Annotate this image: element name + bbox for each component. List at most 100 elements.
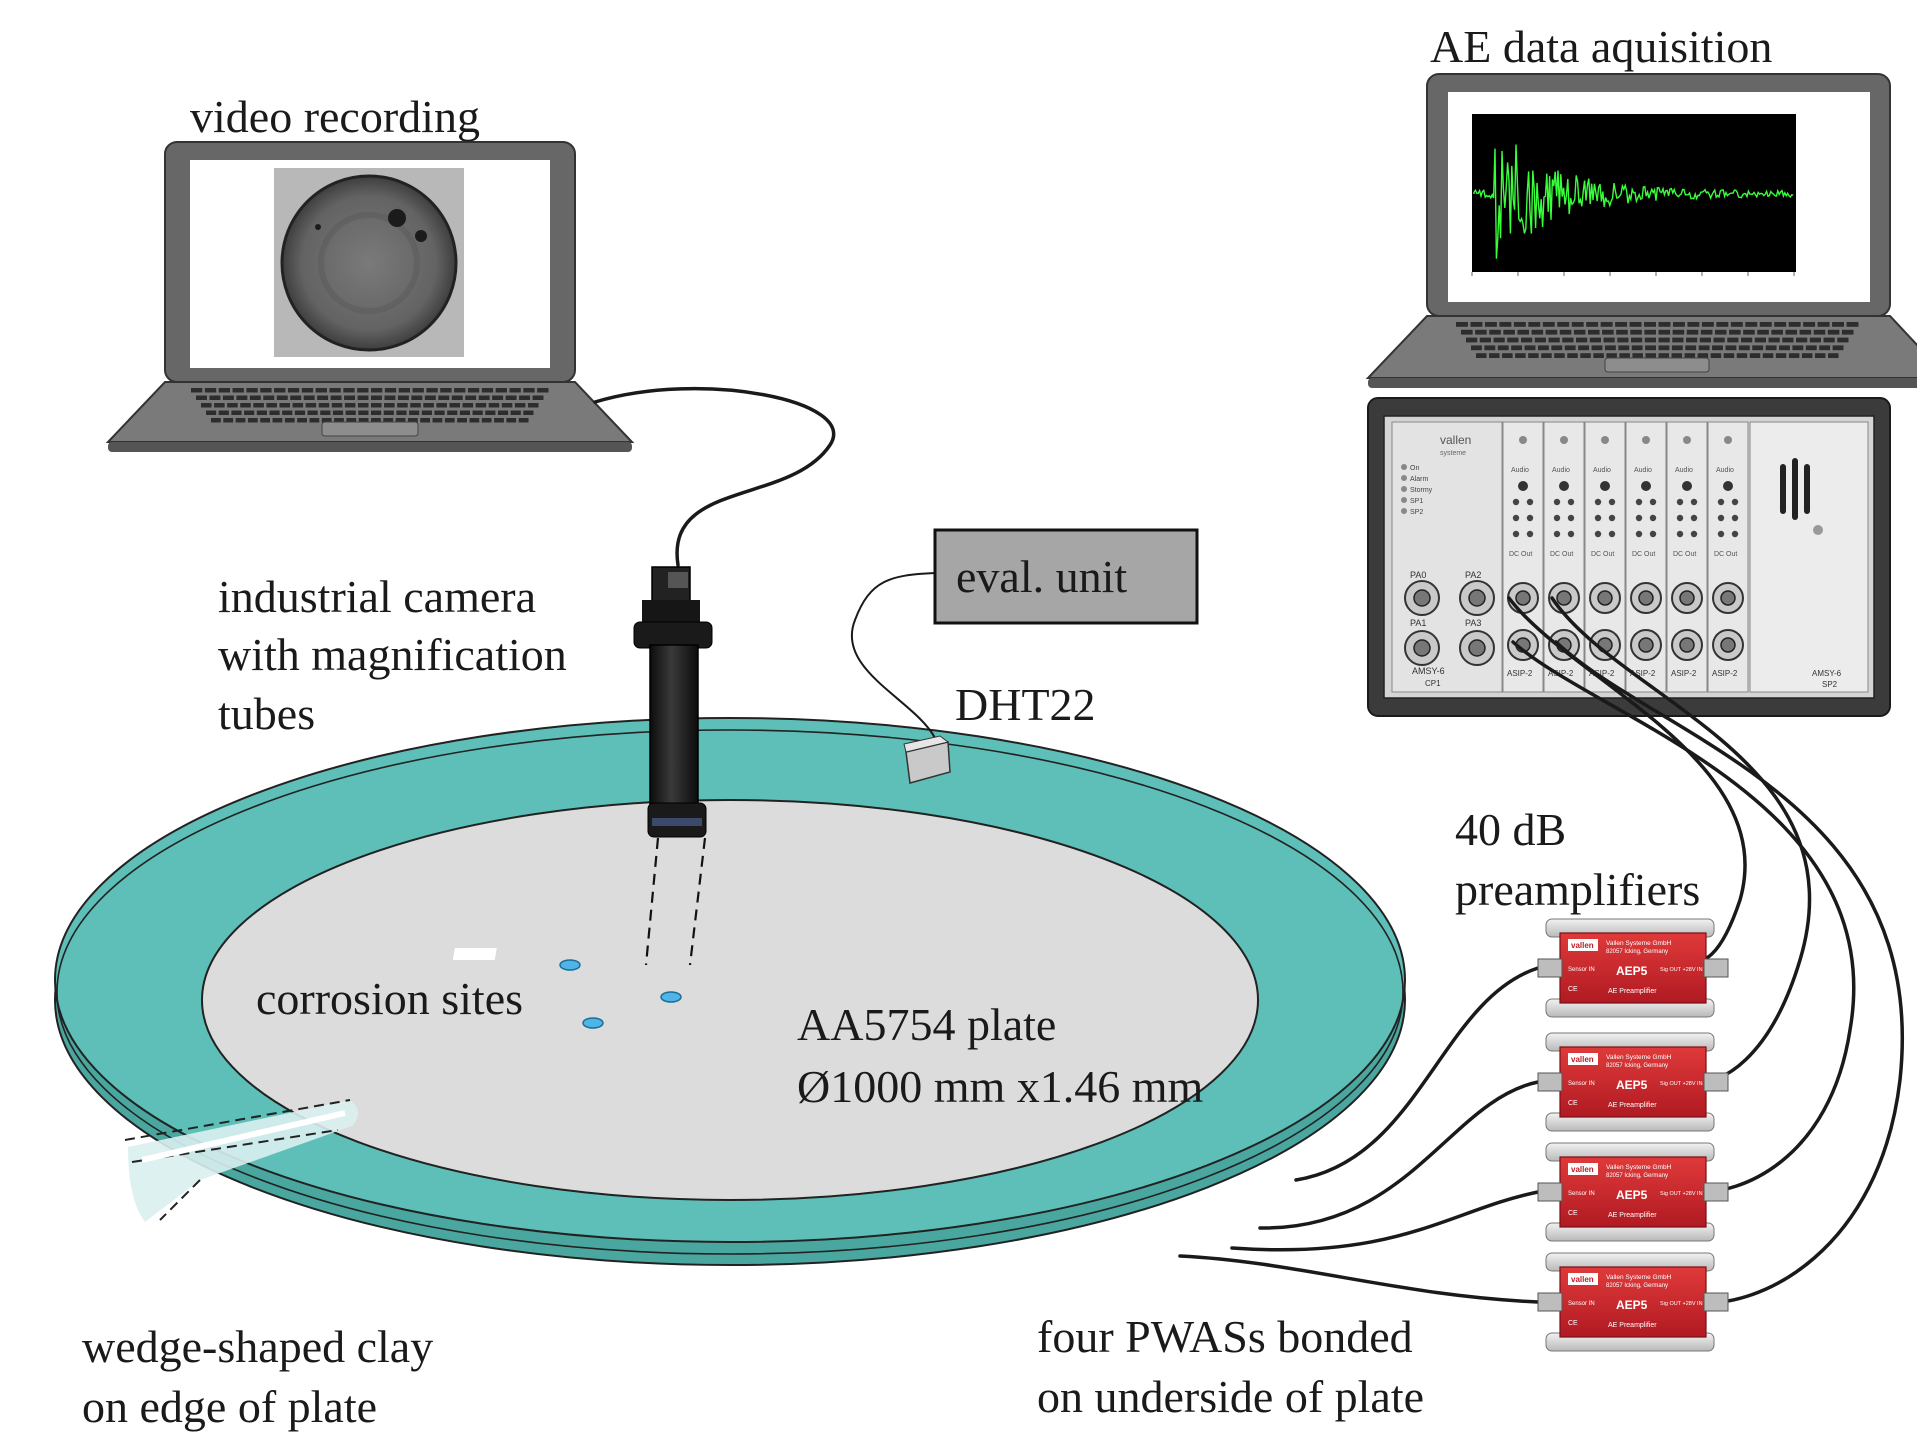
clay-label-line2: on edge of plate — [82, 1381, 377, 1432]
keyboard-key — [1687, 322, 1700, 327]
module-led — [1649, 514, 1657, 522]
module-led — [1553, 530, 1561, 538]
module-led — [1608, 530, 1616, 538]
module-led — [1526, 498, 1534, 506]
bnc-connector-pin — [1556, 590, 1572, 606]
keyboard-key — [309, 418, 320, 423]
keyboard-key — [1672, 322, 1685, 327]
keyboard-key — [1684, 353, 1696, 358]
keyboard-key — [307, 410, 318, 415]
keyboard-key — [1528, 322, 1541, 327]
status-led — [1401, 464, 1407, 470]
module-led — [1594, 514, 1602, 522]
module-led — [1594, 498, 1602, 506]
keyboard-key — [1819, 345, 1831, 351]
pwas-cable-3 — [1230, 1190, 1540, 1252]
keyboard-key — [481, 388, 494, 393]
keyboard-key — [249, 395, 261, 400]
keyboard-key — [1484, 345, 1496, 351]
chassis-port-pa0: PA0 — [1410, 570, 1426, 580]
preamp-logo-box — [1568, 1053, 1598, 1065]
module-screw — [1683, 436, 1691, 444]
keyboard-key — [303, 395, 315, 400]
module-label: DC Out — [1714, 551, 1737, 558]
keyboard-key — [1788, 353, 1800, 358]
keyboard-key — [1792, 345, 1804, 351]
module-led — [1649, 530, 1657, 538]
module-label: Audio — [1511, 467, 1529, 474]
preamp-input-connector — [1537, 1182, 1563, 1202]
keyboard-key — [1712, 345, 1723, 351]
keyboard-key — [321, 418, 332, 423]
preamp-cable-2 — [1550, 596, 1812, 1084]
keyboard-key — [301, 388, 314, 393]
pit-dark-spot-1 — [388, 209, 406, 227]
keyboard-key — [1771, 329, 1783, 335]
preamp-address: 82057 Icking, Germany — [1606, 1063, 1668, 1069]
keyboard-key — [1603, 337, 1615, 343]
module-led — [1690, 498, 1698, 506]
keyboard-key — [235, 418, 246, 423]
preamp-ce-mark: CE — [1568, 1100, 1578, 1107]
module-knob — [1723, 481, 1733, 491]
keyboard-key — [1725, 345, 1737, 351]
dht22-label: DHT22 — [955, 679, 1096, 730]
module-label: Audio — [1634, 467, 1652, 474]
keyboard-key — [1644, 337, 1656, 343]
keyboard-key — [279, 403, 291, 408]
preamp-ce-mark: CE — [1568, 986, 1578, 993]
keyboard-key — [1827, 353, 1839, 358]
channel-module-label: ASIP-2 — [1507, 669, 1533, 678]
keyboard-key — [423, 403, 434, 408]
keyboard-key — [211, 418, 221, 423]
keyboard-key — [426, 388, 438, 393]
keyboard-key — [432, 418, 443, 423]
ae-laptop — [1365, 73, 1917, 388]
keyboard-key — [260, 418, 271, 423]
camera-collar — [633, 621, 713, 649]
bnc-connector-pin — [1638, 590, 1654, 606]
keyboard-key — [523, 388, 535, 393]
waveform-axis-ticks — [1471, 272, 1795, 276]
chassis-status-led-sp2: SP2 — [1410, 509, 1423, 516]
keyboard-key — [214, 403, 225, 408]
module-led — [1731, 514, 1739, 522]
keyboard-key — [1762, 353, 1774, 358]
module-led — [1635, 530, 1643, 538]
keyboard-key — [1701, 322, 1714, 327]
keyboard-key — [344, 403, 356, 408]
module-led — [1512, 530, 1520, 538]
keyboard-key — [506, 418, 517, 423]
keyboard-key — [1502, 353, 1513, 358]
dht22-cable — [851, 572, 936, 739]
keyboard-key — [447, 410, 458, 415]
keyboard-key — [1564, 345, 1576, 351]
chassis-port-pa1: PA1 — [1410, 618, 1426, 628]
preamp-address: 82057 Icking, Germany — [1606, 949, 1668, 955]
keyboard-key — [1604, 345, 1616, 351]
module-led — [1731, 498, 1739, 506]
pwas-cable-4 — [1178, 1254, 1540, 1304]
keyboard-key — [1686, 337, 1698, 343]
power-module-screw — [1813, 525, 1823, 535]
keyboard-key — [218, 410, 229, 415]
plate-label-line2: Ø1000 mm x1.46 mm — [797, 1061, 1204, 1112]
keyboard-key — [1685, 345, 1697, 351]
keyboard-key — [1697, 353, 1709, 358]
keyboard-key — [1493, 337, 1505, 343]
keyboard-key — [1759, 322, 1772, 327]
camera-connector — [668, 572, 688, 588]
keyboard-key — [495, 388, 507, 393]
keyboard-key — [1537, 345, 1549, 351]
keyboard-key — [519, 395, 531, 400]
keyboard-key — [467, 388, 480, 393]
preamp-ce-mark: CE — [1568, 1210, 1578, 1217]
keyboard-key — [1600, 322, 1613, 327]
module-label: Audio — [1675, 467, 1693, 474]
keyboard-key — [1629, 322, 1642, 327]
keyboard-key — [206, 410, 217, 415]
chassis-status-led-sp1: SP1 — [1410, 498, 1423, 505]
keyboard-key — [1698, 345, 1710, 351]
